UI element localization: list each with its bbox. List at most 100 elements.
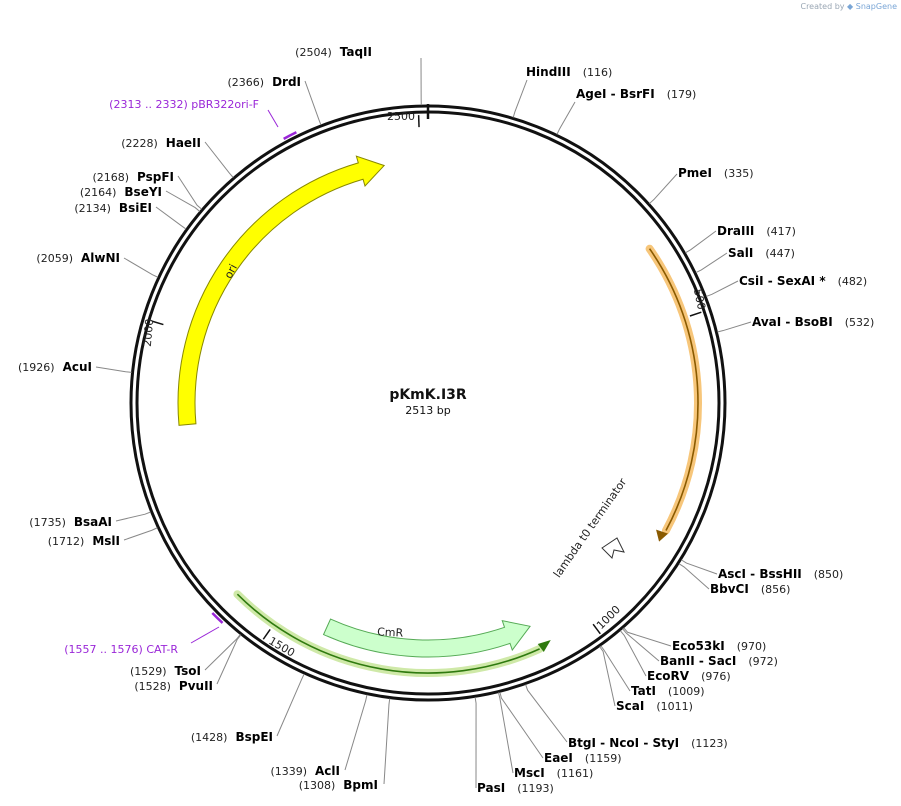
green-band-arrowhead (537, 639, 551, 652)
site-connector-pvuii (216, 634, 242, 685)
site-position: (2504) (295, 46, 332, 59)
site-draiii: DraIII(417) (717, 224, 796, 238)
site-position: (2228) (121, 137, 158, 150)
tick-label: 2500 (387, 110, 415, 123)
site-name: PasI (477, 781, 505, 795)
site-connector-msci (497, 692, 514, 774)
site-connector-hindiii (512, 79, 528, 118)
site-pvuii: PvuII(1528) (134, 679, 213, 693)
site-pmei: PmeI(335) (678, 166, 754, 180)
site-connector-alwni (123, 257, 159, 278)
tick-label: 1000 (594, 603, 623, 632)
cat-r-connector (190, 626, 220, 644)
site-connector-sali (695, 252, 728, 273)
site-connectors (95, 57, 752, 789)
site-name: BtgI - NcoI - StyI (568, 736, 679, 750)
site-connector-btgi-ncoi-styi (525, 684, 568, 743)
site-name: EcoRV (647, 669, 690, 683)
site-name: DraIII (717, 224, 754, 238)
tick-label: 500 (691, 288, 708, 311)
site-pspfi: PspFI(2168) (92, 170, 174, 184)
site-acui: AcuI(1926) (18, 360, 92, 374)
site-position: (1339) (270, 765, 307, 778)
site-name: BseYI (124, 185, 162, 199)
site-position: (970) (737, 640, 767, 653)
site-acli: AclI(1339) (270, 764, 340, 778)
site-name: TaqII (340, 45, 372, 59)
cat-r-mark (211, 612, 224, 624)
site-connector-drdi (304, 80, 322, 126)
site-position: (850) (814, 568, 844, 581)
site-tati: TatI (1009) (631, 684, 705, 698)
site-connector-acui (95, 366, 132, 373)
site-scai: ScaI(1011) (616, 699, 693, 713)
site-msli: MslI(1712) (48, 534, 120, 548)
site-position: (116) (583, 66, 613, 79)
ori-feature (177, 155, 386, 426)
site-bsiei: BsiEI (2134) (74, 201, 152, 215)
site-position: (1528) (134, 680, 171, 693)
site-position: (976) (701, 670, 731, 683)
lambda-terminator-shape (601, 537, 625, 559)
site-connector-pmei (649, 173, 678, 204)
site-position: (2059) (36, 252, 73, 265)
site-connector-agei-bsrfi (556, 101, 576, 135)
tick-mark (262, 628, 271, 640)
site-tsoi: TsoI (1529) (130, 664, 201, 678)
plasmid-name: pKmK.I3R (389, 387, 467, 403)
site-connector-banii-saci (622, 628, 660, 662)
site-msci: MscI (1161) (514, 766, 593, 780)
site-csii-sexai: CsiI - SexAI *(482) (739, 274, 867, 288)
green-band-band-line (236, 593, 540, 674)
site-position: (1308) (299, 779, 336, 792)
site-position: (1009) (668, 685, 705, 698)
site-name: AscI - BssHII (718, 567, 802, 581)
site-connector-msli (123, 527, 158, 541)
site-position: (1529) (130, 665, 167, 678)
site-asci-bsshii: AscI - BssHII (850) (718, 567, 843, 581)
site-name: HindIII (526, 65, 571, 79)
site-position: (532) (845, 316, 875, 329)
site-position: (1123) (691, 737, 728, 750)
site-agei-bsrfi: AgeI - BsrFI(179) (576, 87, 696, 101)
site-position: (1926) (18, 361, 55, 374)
site-position: (1161) (557, 767, 594, 780)
site-name: AlwNI (81, 251, 120, 265)
site-name: BsiEI (119, 201, 152, 215)
site-name: BanII - SacI (660, 654, 736, 668)
site-bbvci: BbvCI(856) (710, 582, 790, 596)
site-name: DrdI (272, 75, 301, 89)
cat-r-label: (1557 .. 1576) CAT-R (64, 643, 178, 656)
snapgene-logo: ◆ SnapGene (847, 2, 897, 11)
highlight-bands (233, 244, 702, 677)
site-name: AvaI - BsoBI (752, 315, 833, 329)
snapgene-credit: Created by ◆ SnapGene (800, 2, 897, 11)
backbone-outer-ring (129, 104, 727, 702)
site-name: MscI (514, 766, 545, 780)
site-position: (2134) (74, 202, 111, 215)
site-drdi: DrdI(2366) (227, 75, 301, 89)
tick-mark (151, 320, 164, 326)
primers: (2313 .. 2332) pBR322ori-F(1557 .. 1576)… (64, 98, 297, 656)
plasmid-center: pKmK.I3R 2513 bp (389, 387, 467, 417)
site-connector-ecorv (619, 630, 647, 677)
site-position: (972) (748, 655, 778, 668)
site-position: (179) (667, 88, 697, 101)
ori-label: ori (222, 262, 240, 281)
site-connector-eco53ki (623, 627, 672, 647)
site-name: Eco53kI (672, 639, 725, 653)
site-name: SalI (728, 246, 753, 260)
site-position: (1428) (191, 731, 228, 744)
site-bspei: BspEI(1428) (191, 730, 273, 744)
site-bpmi: BpmI(1308) (299, 778, 378, 792)
pbr322ori-f-connector (267, 109, 279, 128)
orange-band-arrowhead (656, 529, 669, 542)
site-connector-eaei (499, 692, 544, 759)
site-connector-bsiei (155, 206, 187, 230)
site-name: HaeII (166, 136, 201, 150)
site-name: TatI (631, 684, 656, 698)
site-position: (2168) (92, 171, 129, 184)
cmr-label: CmR (377, 625, 404, 639)
site-name: TsoI (175, 664, 201, 678)
